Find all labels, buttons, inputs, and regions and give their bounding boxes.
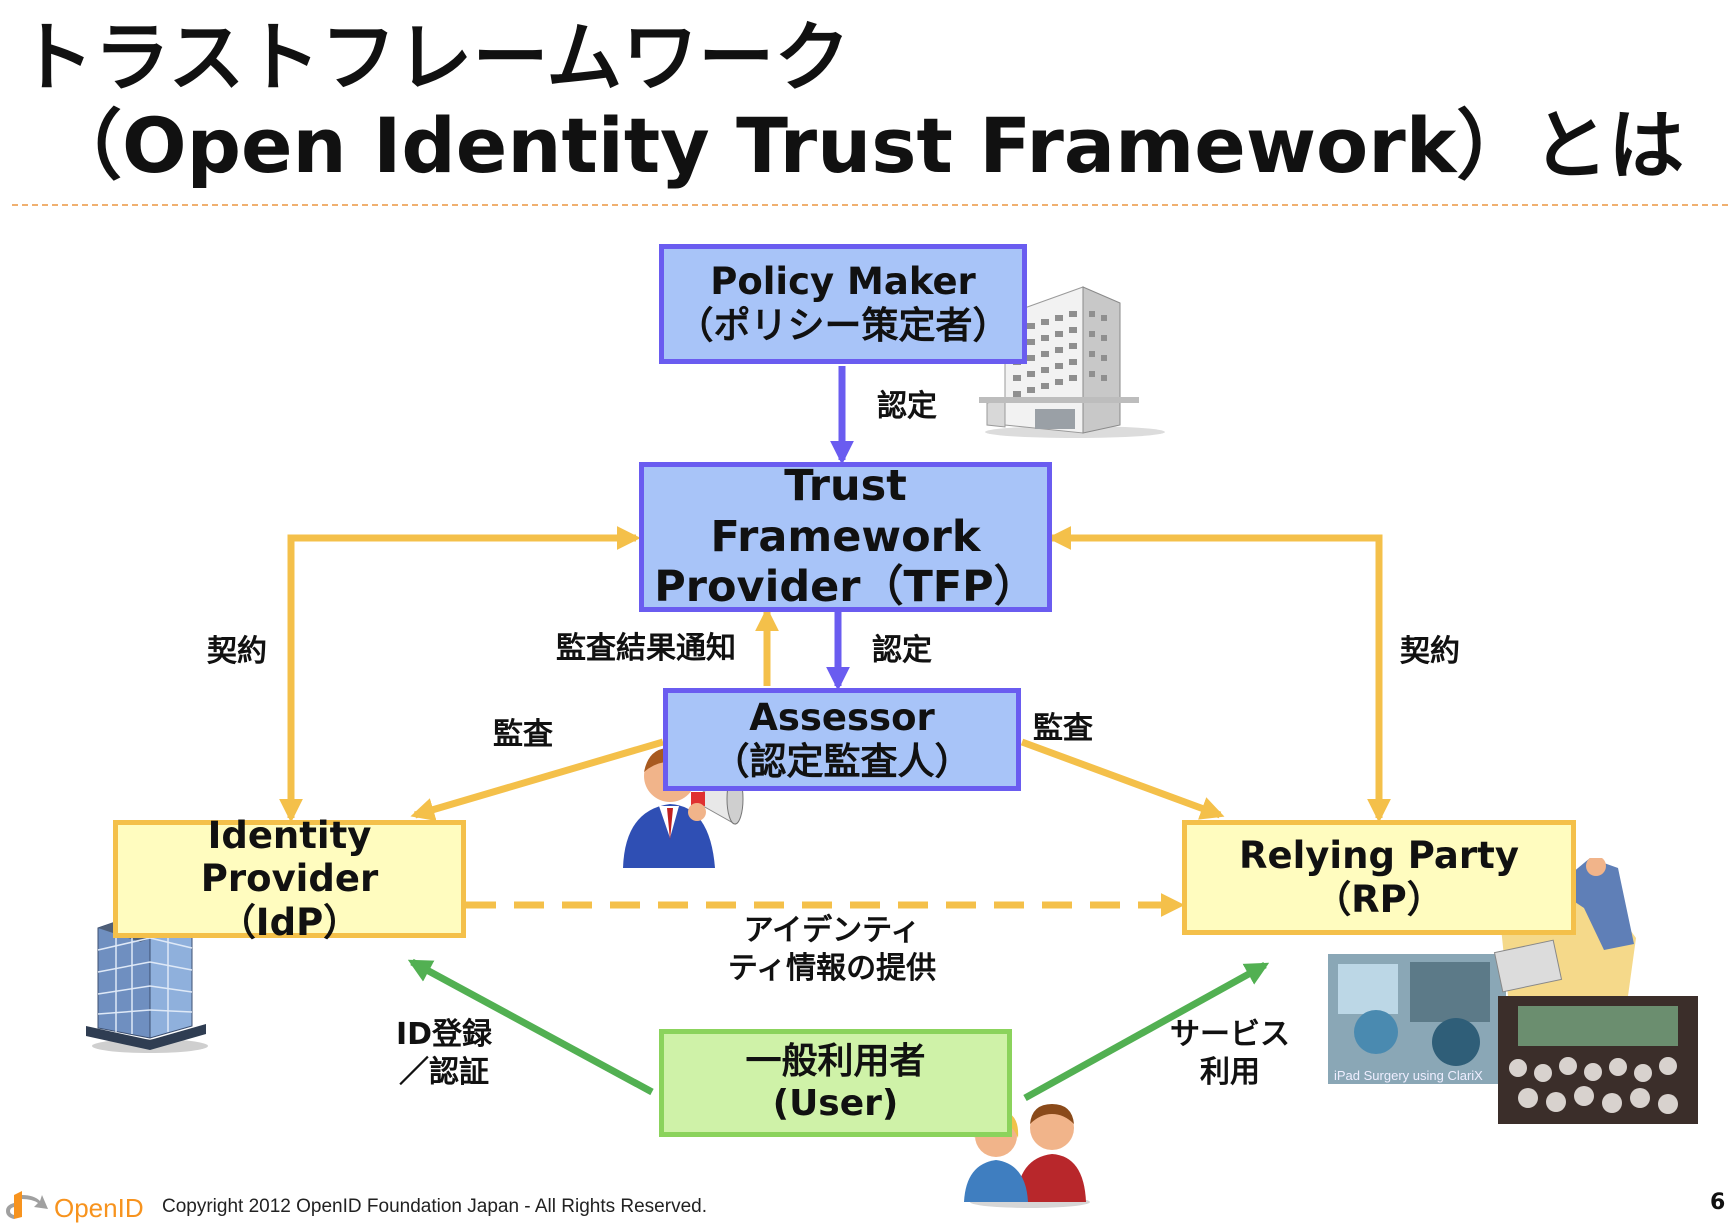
label-tfp-to-assessor: 認定 [872,633,932,668]
label-service-use-line1: サービス [1170,1017,1290,1052]
label-idp-contract: 契約 [207,634,267,669]
label-id-registration-line2: ／認証 [399,1054,489,1090]
node-policy-maker-line2: （ポリシー策定者） [676,304,1010,347]
label-service-use-line2: 利用 [1200,1054,1260,1090]
copyright-text: Copyright 2012 OpenID Foundation Japan -… [162,1196,707,1217]
node-tfp-line1: Trust Framework [710,460,981,562]
label-rp-contract: 契約 [1400,634,1460,669]
node-assessor-line2: （認定監査人） [712,739,972,783]
node-assessor: Assessor （認定監査人） [663,688,1021,791]
node-tfp-line2: Provider（TFP） [654,562,1037,613]
label-id-registration-line1: ID登録 [395,1017,493,1052]
label-assessor-to-tfp: 監査結果通知 [556,631,736,666]
node-assessor-line1: Assessor [749,695,935,739]
page-title-line2: （Open Identity Trust Framework）とは [46,101,1685,190]
label-service-use: サービス 利用 [1165,1016,1295,1091]
node-idp-line1: Identity Provider [200,813,379,901]
label-id-registration: ID登録 ／認証 [384,1016,504,1091]
photo-caption: iPad Surgery using ClariX [1334,1068,1483,1083]
node-policy-maker-line1: Policy Maker [710,260,976,304]
node-identity-provider: Identity Provider （IdP） [113,814,466,944]
label-audit-rp: 監査 [1033,711,1093,746]
label-identity-info: アイデンティ ティ情報の提供 [712,912,952,987]
arrow-user-to-rp [1023,961,1270,1102]
label-identity-info-line1: アイデンティ [743,913,921,948]
node-relying-party: Relying Party （RP） [1182,820,1576,935]
openid-logo: OpenID [6,1191,144,1223]
title-divider [12,204,1728,206]
node-policy-maker: Policy Maker （ポリシー策定者） [659,244,1027,364]
node-user-line2: (User) [772,1083,899,1124]
openid-logo-text: OpenID [54,1193,144,1223]
node-user-line1: 一般利用者 [745,1040,926,1082]
label-pm-to-tfp: 認定 [877,389,937,424]
rp-activity-photos: iPad Surgery using ClariX [1328,858,1698,1124]
arrow-rp-tfp-contract [1047,526,1391,823]
arrow-audit-idp [410,738,664,822]
page-number: 6 [1710,1190,1726,1215]
page-title-line1: トラストフレームワーク [18,13,851,102]
label-identity-info-line2: ティ情報の提供 [727,950,937,986]
office-building-icon [979,286,1165,438]
arrow-audit-rp [1020,738,1225,820]
node-user: 一般利用者 (User) [659,1029,1012,1137]
arrow-user-to-idp [407,958,654,1096]
node-rp-line1: Relying Party [1239,833,1519,877]
label-audit-idp: 監査 [493,717,553,752]
node-trust-framework-provider: Trust Framework Provider（TFP） [639,460,1052,613]
node-idp-line2: （IdP） [218,900,361,944]
node-rp-line2: （RP） [1314,877,1444,921]
arrow-idp-tfp-contract [279,526,641,823]
